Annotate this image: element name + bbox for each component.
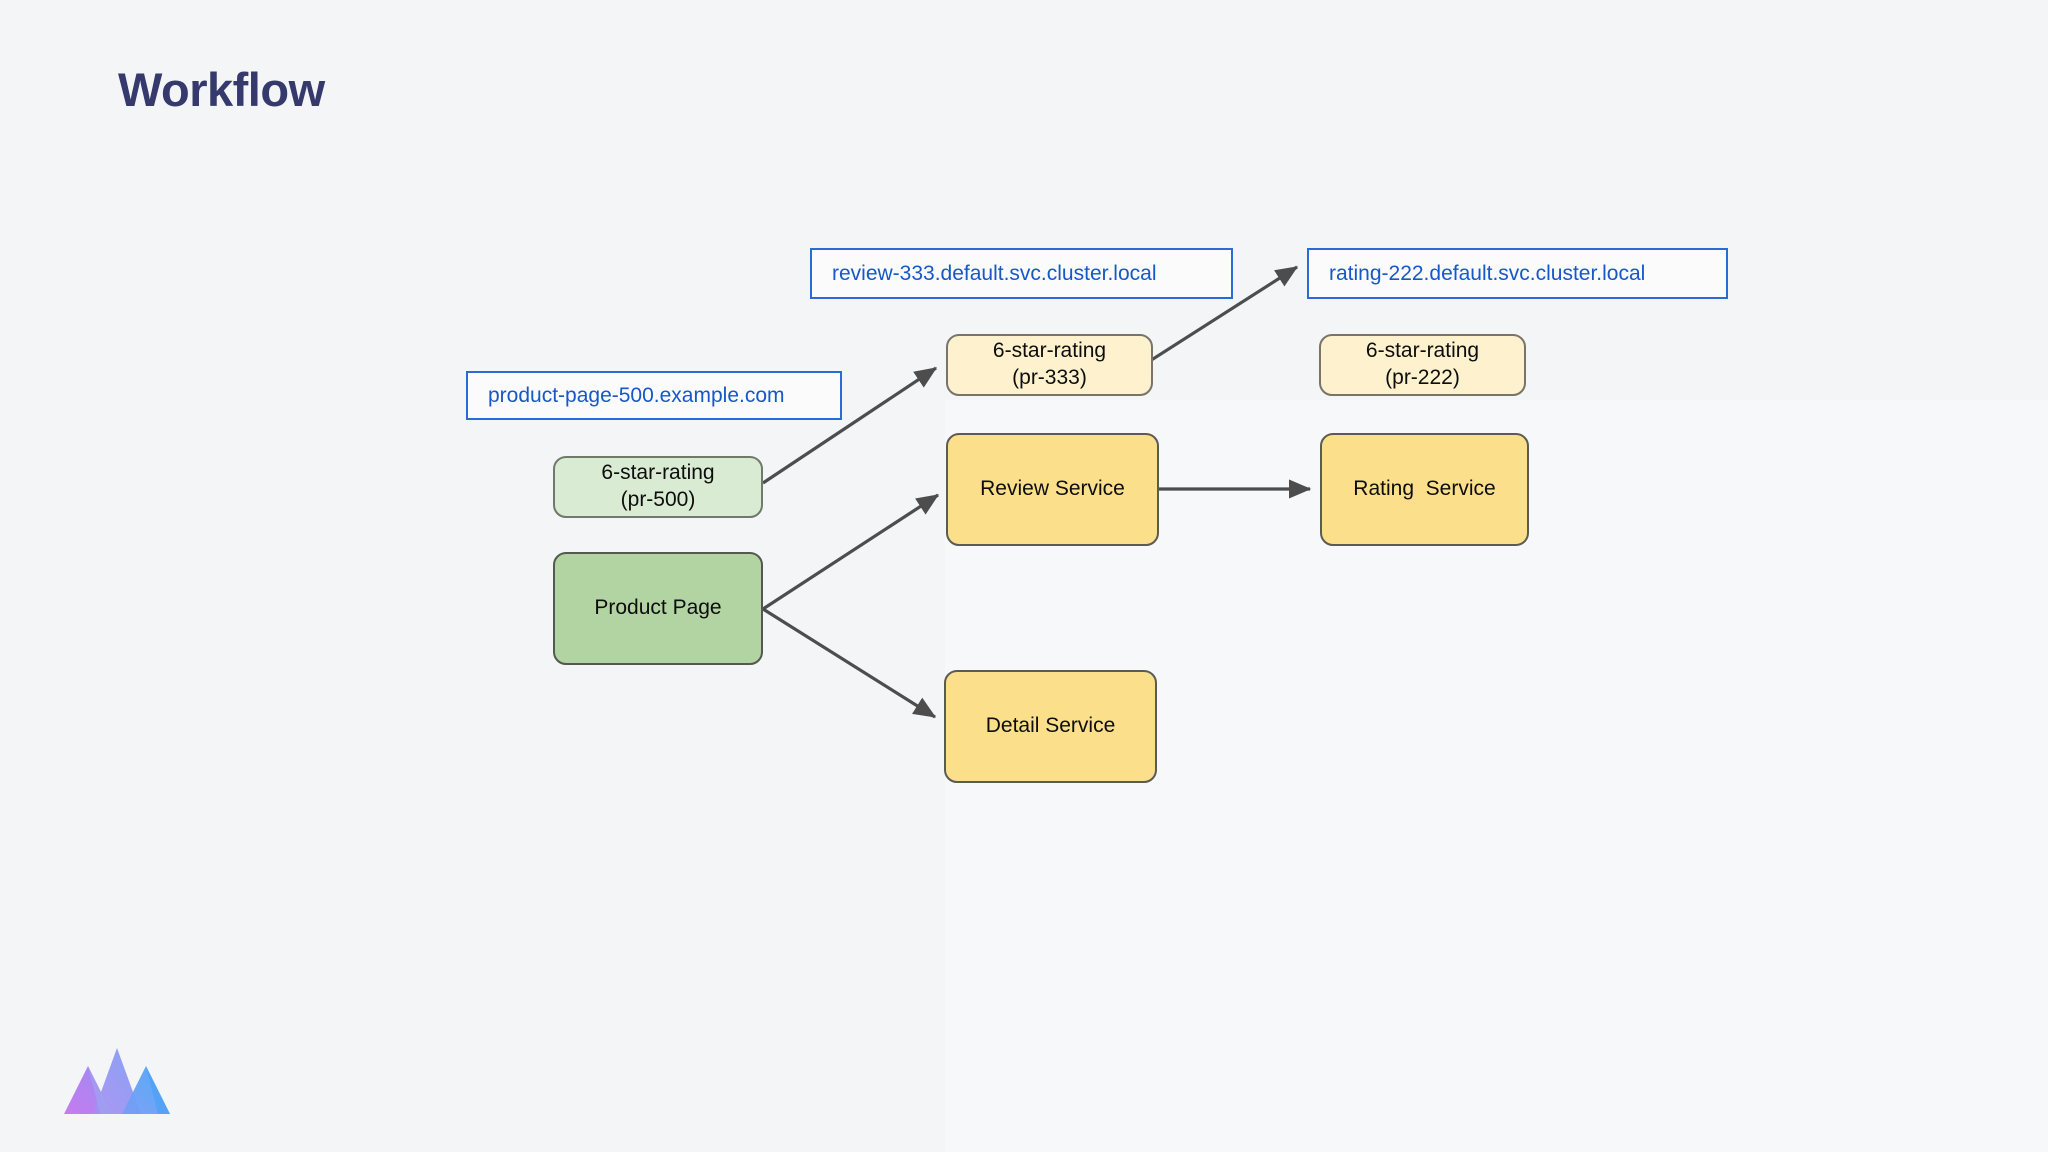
node-label-line1: 6-star-rating bbox=[601, 461, 715, 485]
edge-productpage-to-detail bbox=[762, 607, 937, 719]
node-label-line1: 6-star-rating bbox=[992, 339, 1107, 363]
node-detail-service[interactable]: Detail Service bbox=[944, 670, 1157, 783]
node-label-line1: 6-star-rating bbox=[1365, 339, 1480, 363]
node-product-page[interactable]: Product Page bbox=[553, 552, 763, 665]
node-review-service[interactable]: Review Service bbox=[946, 433, 1159, 546]
node-pod-pr-333[interactable]: 6-star-rating (pr-333) bbox=[946, 334, 1153, 396]
node-pod-pr-500[interactable]: 6-star-rating (pr-500) bbox=[553, 456, 763, 518]
node-label-line2: (pr-500) bbox=[620, 488, 696, 511]
node-rating-service[interactable]: Rating Service bbox=[1320, 433, 1529, 546]
node-label-line1: Product Page bbox=[594, 596, 722, 620]
annotation-rating-host[interactable]: rating-222.default.svc.cluster.local bbox=[1307, 248, 1728, 299]
edge-pr500-to-pr333 bbox=[762, 366, 938, 485]
annotation-text: product-page-500.example.com bbox=[488, 383, 785, 407]
annotation-text: rating-222.default.svc.cluster.local bbox=[1329, 261, 1646, 285]
node-label-line1: Detail Service bbox=[985, 714, 1116, 738]
node-label-line1: Review Service bbox=[980, 477, 1125, 501]
node-label-line2: (pr-333) bbox=[1012, 366, 1087, 389]
annotation-review-host[interactable]: review-333.default.svc.cluster.local bbox=[810, 248, 1233, 299]
brand-logo-icon bbox=[64, 1048, 170, 1114]
edge-pr333-to-rating-host bbox=[1141, 265, 1299, 368]
node-label-line2: (pr-222) bbox=[1385, 366, 1460, 389]
edge-productpage-to-review bbox=[762, 493, 940, 611]
node-label-line1: Rating Service bbox=[1353, 477, 1496, 501]
page-title: Workflow bbox=[118, 63, 325, 116]
annotation-text: review-333.default.svc.cluster.local bbox=[832, 261, 1157, 285]
node-pod-pr-222[interactable]: 6-star-rating (pr-222) bbox=[1319, 334, 1526, 396]
annotation-product-page-host[interactable]: product-page-500.example.com bbox=[466, 371, 842, 420]
